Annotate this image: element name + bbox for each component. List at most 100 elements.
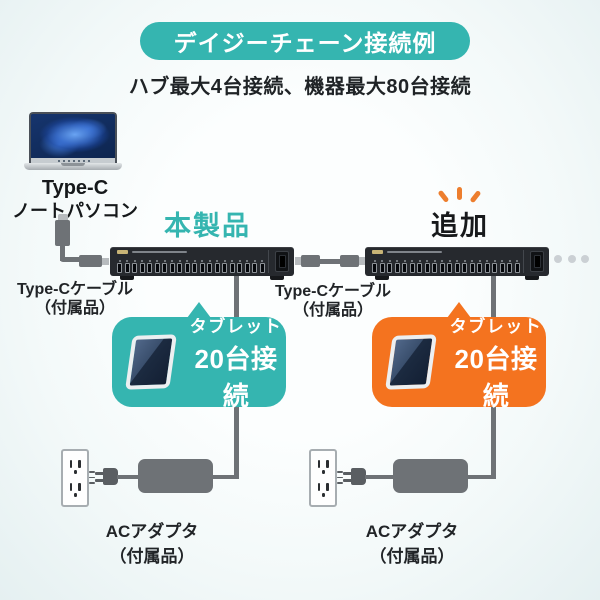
hub-foot	[270, 276, 284, 280]
usb-hub-main	[110, 247, 294, 280]
cable-segment	[60, 245, 65, 261]
laptop-taskbar	[31, 158, 115, 163]
usb-port	[447, 259, 453, 273]
usb-port	[507, 259, 513, 273]
callout-device: タブレット	[449, 316, 543, 336]
usb-c-connector-tip	[359, 257, 365, 265]
usb-port	[132, 259, 138, 273]
brand-logo-icon	[372, 250, 383, 254]
cable-segment	[212, 474, 239, 479]
usb-port	[124, 259, 130, 273]
taskbar-icons	[57, 159, 90, 162]
laptop-label-line1: Type-C	[41, 177, 109, 199]
hub-model-text	[132, 250, 187, 254]
cable-segment	[365, 474, 393, 479]
cable-label-line1: Type-Cケーブル	[274, 283, 392, 300]
switch-rocker	[533, 255, 541, 268]
callout-pointer	[447, 302, 471, 318]
usb-port	[252, 259, 258, 273]
ac-adapter-left	[138, 459, 213, 493]
usb-port	[199, 259, 205, 273]
usb-port	[514, 259, 520, 273]
usb-port	[424, 259, 430, 273]
usb-port	[492, 259, 498, 273]
hub-port-row	[372, 256, 520, 273]
main-product-label: 本製品	[164, 211, 251, 241]
ac-adapter-label-right: ACアダプタ （付属品）	[337, 520, 487, 569]
hub-model-text	[387, 250, 442, 254]
callout-text: タブレット 20台接続	[186, 312, 286, 413]
usb-port	[192, 259, 198, 273]
usb-port	[469, 259, 475, 273]
cable-label-line2: （付属品）	[34, 299, 115, 317]
outlet-socket	[69, 482, 81, 497]
hub-foot	[120, 276, 134, 280]
hub-brand-mark	[117, 250, 187, 254]
callout-count: 20台接続	[194, 343, 278, 411]
cable-segment	[60, 257, 82, 262]
ellipsis-dot	[554, 255, 562, 263]
usb-port	[477, 259, 483, 273]
usb-port	[259, 259, 265, 273]
more-hubs-ellipsis	[554, 255, 589, 263]
usb-port	[117, 259, 122, 273]
ellipsis-dot	[567, 255, 576, 263]
laptop-notch	[61, 163, 85, 166]
hub-divider	[523, 250, 524, 273]
switch-rocker	[278, 255, 286, 268]
usb-port	[417, 259, 423, 273]
usb-port	[237, 259, 243, 273]
windows-logo-icon	[31, 114, 115, 163]
cable-label-left: Type-Cケーブル （付属品）	[0, 281, 150, 319]
tablet-icon	[125, 334, 177, 390]
usb-port	[394, 259, 400, 273]
usb-port	[439, 259, 445, 273]
laptop-label: Type-C ノートパソコン	[0, 177, 150, 222]
usb-port	[409, 259, 415, 273]
usb-port	[184, 259, 190, 273]
power-switch-icon	[530, 251, 544, 272]
header-subtitle: ハブ最大4台接続、機器最大80台接続	[128, 76, 472, 98]
wall-outlet-icon	[61, 449, 89, 507]
usb-port	[432, 259, 438, 273]
usb-port	[207, 259, 213, 273]
usb-port	[402, 259, 408, 273]
cable-segment	[117, 474, 139, 479]
plug-prong	[343, 472, 352, 475]
usb-c-connector-tip	[295, 257, 301, 265]
tablet-icon	[385, 334, 437, 390]
ac-adapter-right	[393, 459, 468, 493]
usb-port	[154, 259, 160, 273]
ac-label-line1: ACアダプタ	[365, 522, 459, 541]
usb-port	[139, 259, 145, 273]
usb-c-connector	[301, 255, 320, 267]
usb-port	[162, 259, 168, 273]
brand-logo-icon	[117, 250, 128, 254]
hub-foot	[375, 276, 389, 280]
cable-label-line2: （付属品）	[292, 301, 373, 319]
usb-hub-added	[365, 247, 549, 280]
callout-text: タブレット 20台接続	[446, 312, 546, 413]
callout-device: タブレット	[189, 316, 283, 336]
header-banner: デイジーチェーン接続例	[140, 22, 470, 60]
ellipsis-dot	[581, 255, 589, 263]
usb-c-connector	[55, 220, 70, 246]
hub-brand-mark	[372, 250, 442, 254]
usb-port	[229, 259, 235, 273]
plug-motion-marks	[337, 471, 343, 484]
usb-c-connector	[79, 255, 102, 267]
callout-pointer	[187, 302, 211, 318]
usb-c-connector	[340, 255, 359, 267]
ac-label-line1: ACアダプタ	[105, 522, 199, 541]
usb-c-connector-tip	[102, 257, 109, 265]
plug-prong	[343, 479, 352, 482]
ray-middle	[457, 187, 462, 200]
usb-port	[214, 259, 220, 273]
usb-port	[177, 259, 183, 273]
header-title: デイジーチェーン接続例	[173, 30, 437, 56]
cable-segment	[467, 474, 496, 479]
power-plug-icon	[351, 468, 366, 485]
wall-outlet-icon	[309, 449, 337, 507]
plug-motion-marks	[89, 471, 95, 484]
